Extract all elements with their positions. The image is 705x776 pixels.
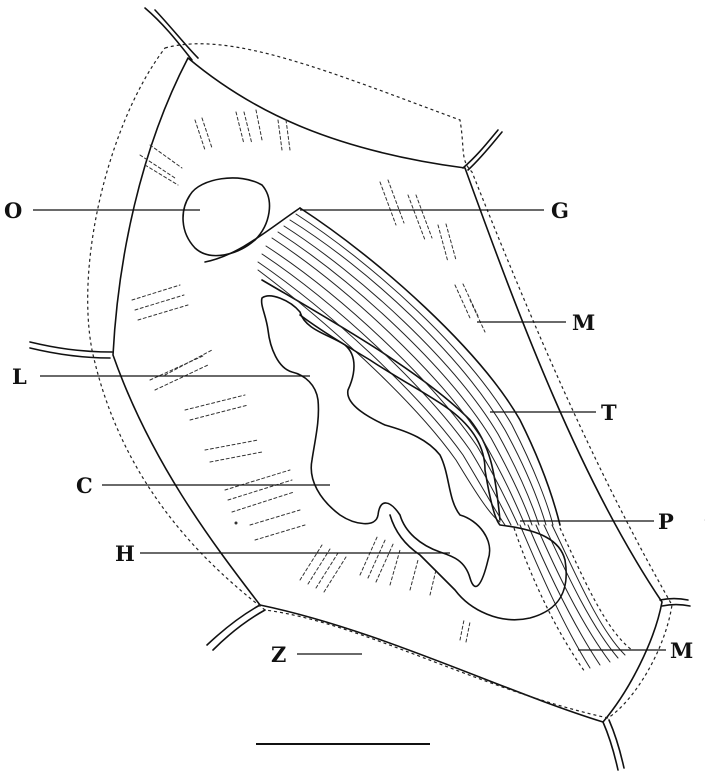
label-Z: Z <box>271 642 286 667</box>
label-M-lower: M <box>670 638 693 663</box>
label-M-upper: M <box>572 310 595 335</box>
adjacent-segment-lines <box>30 8 690 770</box>
inner-gut-line <box>300 315 566 620</box>
mouth-opening <box>183 178 269 256</box>
dot <box>235 522 238 525</box>
label-C: C <box>76 473 93 498</box>
body-outline <box>113 58 662 722</box>
label-G: G <box>551 198 569 223</box>
leader-lines <box>33 210 666 654</box>
tubule-bundle <box>205 208 560 525</box>
label-T: T <box>601 400 617 425</box>
label-H: H <box>115 541 135 566</box>
label-O: O <box>4 198 22 223</box>
gut-outline <box>262 296 490 586</box>
label-L: L <box>12 364 27 389</box>
label-P: P <box>658 509 674 534</box>
